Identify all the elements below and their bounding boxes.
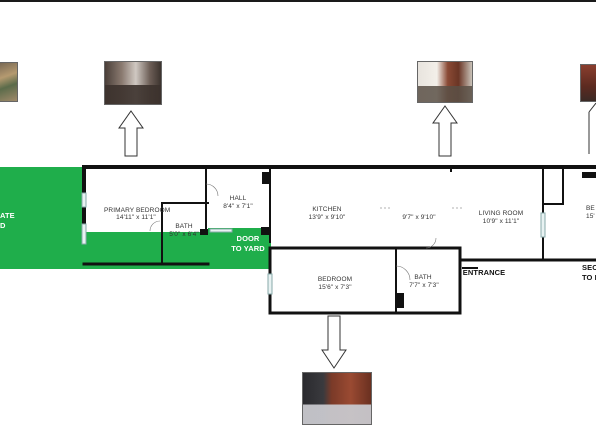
photo-left-edge[interactable] bbox=[0, 62, 18, 102]
photo-bedroom[interactable] bbox=[302, 372, 372, 425]
room-name-living-room: LIVING ROOM bbox=[478, 210, 524, 217]
column-right bbox=[582, 172, 596, 178]
column-bath-1 bbox=[200, 229, 208, 235]
room-name-hall: HALL bbox=[229, 195, 247, 202]
arrow-up-icon bbox=[118, 110, 144, 157]
room-dims-right-cut: 15' bbox=[586, 213, 595, 220]
door-to-yard-label-line-1: DOOR bbox=[236, 234, 260, 243]
yard-label-line-1: ATE bbox=[0, 211, 15, 220]
room-dims-living-room: 10'9" x 11'1" bbox=[482, 218, 520, 225]
room-dims-primary-bedroom: 14'11" x 11'1" bbox=[116, 214, 156, 221]
room-name-bath-1: BATH bbox=[175, 223, 193, 230]
arrow-down-icon bbox=[321, 315, 347, 369]
top-border bbox=[0, 0, 596, 2]
secondary-label-line-2: TO I bbox=[582, 273, 596, 282]
room-name-bath-2: BATH bbox=[414, 274, 432, 281]
room-dims-dining: 9'7" x 9'10" bbox=[402, 214, 436, 221]
photo-primary-bedroom[interactable] bbox=[104, 61, 162, 105]
photo-right-edge[interactable] bbox=[580, 64, 596, 102]
room-dims-bath-1: 5'0" x 6'4" bbox=[169, 231, 199, 238]
column-hall bbox=[262, 172, 271, 184]
column-top-mid bbox=[450, 168, 452, 172]
arrow-up-icon bbox=[432, 105, 458, 157]
door-to-yard-area bbox=[208, 228, 271, 269]
secondary-label-line-1: SEC bbox=[582, 263, 596, 272]
room-dims-hall: 8'4" x 7'1" bbox=[223, 203, 253, 210]
photo-living-room[interactable] bbox=[417, 61, 473, 103]
yard-label-line-2: D bbox=[0, 221, 6, 230]
room-dims-bedroom: 15'6" x 7'3" bbox=[318, 284, 352, 291]
room-dims-kitchen: 13'9" x 9'10" bbox=[308, 214, 346, 221]
column-hall-lower bbox=[261, 227, 271, 235]
windows bbox=[81, 192, 546, 295]
room-name-right-cut: BE bbox=[586, 205, 595, 212]
yard-area bbox=[0, 167, 84, 269]
doors bbox=[149, 183, 437, 281]
arrow-right-edge-icon bbox=[588, 102, 596, 113]
column-bath bbox=[396, 293, 404, 308]
arrows bbox=[118, 102, 596, 369]
door-to-yard-label-line-2: TO YARD bbox=[231, 244, 265, 253]
room-name-primary-bedroom: PRIMARY BEDROOM bbox=[104, 207, 171, 214]
room-name-bedroom: BEDROOM bbox=[317, 276, 353, 283]
room-name-kitchen: KITCHEN bbox=[312, 206, 342, 213]
entrance-label: ENTRANCE bbox=[462, 268, 506, 277]
room-dims-bath-2: 7'7" x 7'3" bbox=[409, 282, 439, 289]
